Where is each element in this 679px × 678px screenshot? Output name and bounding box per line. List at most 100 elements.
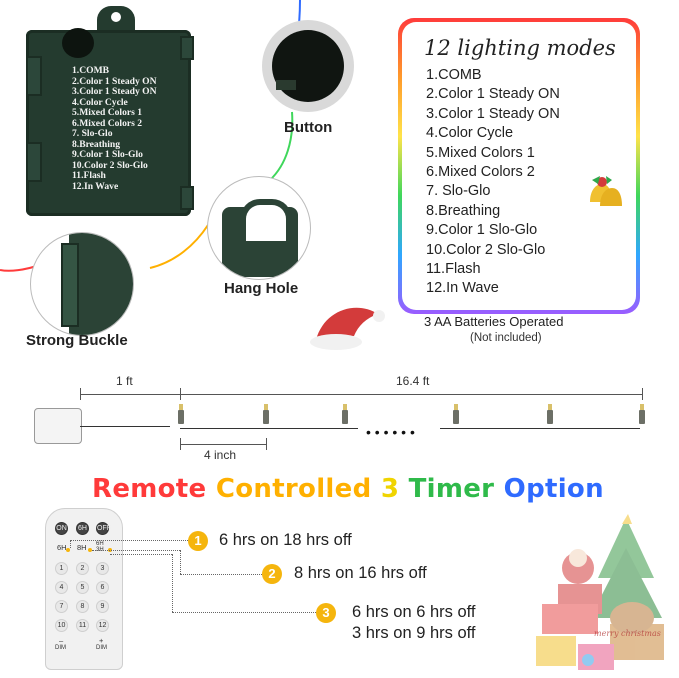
mode-item: 3.Color 1 Steady ON — [426, 105, 560, 122]
box-mode: 7. Slo-Glo — [72, 128, 113, 139]
strong-buckle-label: Strong Buckle — [26, 332, 128, 349]
remote-dim-label: DIM — [55, 645, 66, 651]
mode-item: 5.Mixed Colors 1 — [426, 144, 535, 161]
dim-tick — [266, 438, 267, 450]
box-mode: 3.Color 1 Steady ON — [72, 86, 157, 97]
remote-key-6[interactable]: 6 — [96, 581, 109, 594]
title-word: Option — [503, 474, 604, 504]
remote-dim-up[interactable]: + — [99, 636, 104, 645]
box-mode: 11.Flash — [72, 170, 106, 181]
mode-item: 9.Color 1 Slo-Glo — [426, 222, 538, 239]
batteries-note: (Not included) — [470, 332, 542, 344]
mode-item: 11.Flash — [426, 261, 481, 278]
timer-option-1: 6 hrs on 18 hrs off — [219, 531, 352, 549]
remote-off-button[interactable]: OFF — [96, 522, 111, 535]
box-side-clip-bottom — [26, 142, 42, 182]
option-number-badge: 1 — [188, 531, 208, 551]
box-side-clip-right-top — [180, 36, 194, 60]
spacing-dim-line — [180, 444, 266, 445]
mode-item: 12.In Wave — [426, 280, 499, 297]
modes-panel-title: 12 lighting modes — [424, 36, 616, 60]
remote-dim-down[interactable]: – — [59, 636, 64, 645]
bulb — [639, 410, 645, 424]
buckle-closeup — [30, 232, 134, 336]
bulb — [263, 410, 269, 424]
option2-connector — [180, 550, 181, 574]
box-power-button[interactable] — [62, 28, 94, 58]
remote-6h-button[interactable]: 6H — [76, 522, 89, 535]
length-dim-line — [180, 394, 642, 395]
bulb — [547, 410, 553, 424]
dim-tick — [180, 438, 181, 450]
lead-length-label: 1 ft — [116, 374, 133, 388]
bulb — [453, 410, 459, 424]
remote-key-3[interactable]: 3 — [96, 562, 109, 575]
option2-connector — [92, 550, 180, 551]
remote-key-12[interactable]: 12 — [96, 619, 109, 632]
remote-key-10[interactable]: 10 — [55, 619, 68, 632]
modes-panel — [402, 22, 636, 310]
bulb-tip — [264, 404, 268, 410]
mode-item: 1.COMB — [426, 67, 482, 83]
bulb-tip — [179, 404, 183, 410]
bulb — [178, 410, 184, 424]
remote-key-1[interactable]: 1 — [55, 562, 68, 575]
mode-item: 10.Color 2 Slo-Glo — [426, 241, 546, 258]
remote-on-button[interactable]: ON — [55, 522, 68, 535]
box-side-clip-top — [26, 56, 42, 96]
bells-icon — [590, 176, 622, 206]
santa-hat-icon — [310, 307, 385, 350]
remote-key-11[interactable]: 11 — [76, 619, 89, 632]
mode-item: 2.Color 1 Steady ON — [426, 86, 560, 103]
mode-item: 6.Mixed Colors 2 — [426, 164, 535, 181]
box-mode: 2.Color 1 Steady ON — [72, 75, 157, 87]
remote-timer-6h3h[interactable]: 6H 3H — [96, 541, 104, 553]
card-text: merry christmas — [594, 629, 661, 638]
bulb-tip — [548, 404, 552, 410]
bulb-tip — [640, 404, 644, 410]
dim-tick — [180, 388, 181, 400]
option-number-badge: 3 — [316, 603, 336, 623]
button-closeup — [262, 20, 354, 112]
bulb-tip — [454, 404, 458, 410]
hang-hole-label: Hang Hole — [224, 280, 299, 297]
remote-timer-6h[interactable]: 6H — [57, 543, 67, 552]
box-mode-list: 1.COMB 2.Color 1 Steady ON 3.Color 1 Ste… — [72, 65, 182, 192]
remote-key-8[interactable]: 8 — [76, 600, 89, 613]
remote-key-7[interactable]: 7 — [55, 600, 68, 613]
mode-item: 8.Breathing — [426, 202, 501, 219]
string-length-label: 16.4 ft — [396, 374, 430, 388]
remote-key-9[interactable]: 9 — [96, 600, 109, 613]
timer-option-3-line2: 3 hrs on 9 hrs off — [352, 624, 476, 642]
title-word: 3 — [380, 474, 400, 504]
christmas-scene-illustration: merry christmas — [536, 514, 664, 670]
remote-key-4[interactable]: 4 — [55, 581, 68, 594]
remote-timer-8h[interactable]: 8H — [77, 543, 87, 552]
bulb-tip — [343, 404, 347, 410]
box-mode: 1.COMB — [72, 65, 110, 76]
modes-list: 1.COMB 2.Color 1 Steady ON 3.Color 1 Ste… — [426, 66, 560, 299]
bulb — [342, 410, 348, 424]
spacing-label: 4 inch — [204, 448, 237, 462]
timer-option-3-line1: 6 hrs on 6 hrs off — [352, 603, 476, 621]
timer-option-2: 8 hrs on 16 hrs off — [294, 564, 427, 582]
timer-dot — [66, 548, 70, 552]
box-mode: 6.Mixed Colors 2 — [72, 117, 143, 129]
option1-connector — [70, 540, 71, 548]
remote-key-2[interactable]: 2 — [76, 562, 89, 575]
ellipsis-dots: • • • • • • — [366, 424, 415, 440]
mode-item: 4.Color Cycle — [426, 125, 514, 142]
remote-key-5[interactable]: 5 — [76, 581, 89, 594]
title-word: Remote — [92, 474, 207, 504]
wire-line — [440, 428, 640, 429]
box-mode: 10.Color 2 Slo-Glo — [72, 159, 148, 171]
box-mode: 12.In Wave — [72, 180, 119, 192]
hang-hole-opening — [111, 12, 121, 22]
dim-tick — [642, 388, 643, 400]
battery-box — [26, 30, 191, 216]
box-mode: 8.Breathing — [72, 138, 121, 150]
title-word: Timer — [408, 474, 495, 504]
option3-connector — [172, 554, 173, 612]
remote-dim-label: DIM — [96, 645, 107, 651]
timer-title: Remote Controlled 3 Timer Option — [92, 474, 604, 504]
